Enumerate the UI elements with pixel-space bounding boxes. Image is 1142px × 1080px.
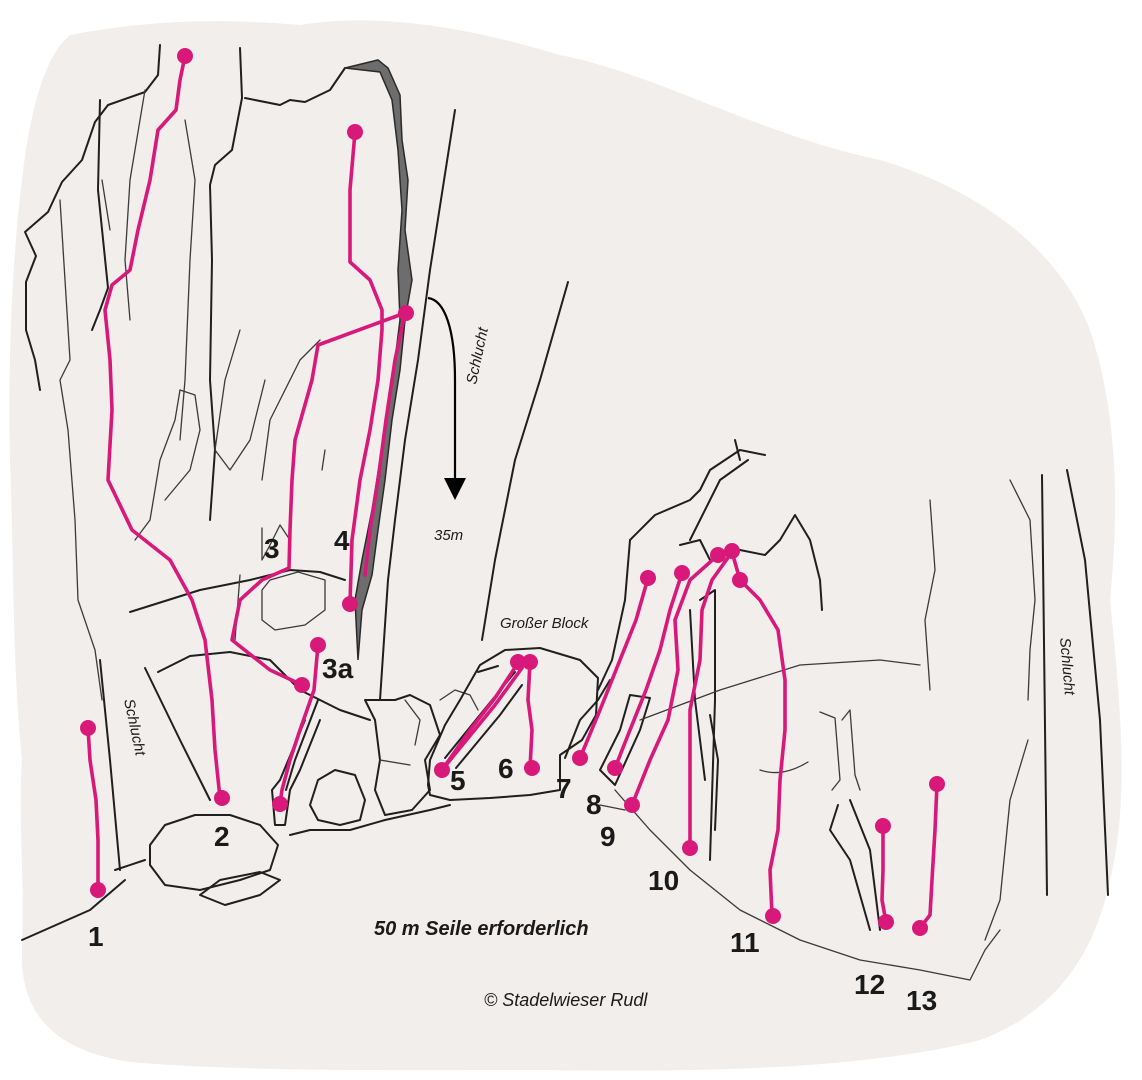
anchor — [624, 797, 640, 813]
anchor — [710, 547, 726, 563]
anchor — [640, 570, 656, 586]
anchor — [682, 840, 698, 856]
label-block: Großer Block — [500, 615, 590, 632]
route-8-line — [613, 571, 684, 770]
anchor — [272, 796, 288, 812]
route-number-6: 6 — [498, 753, 514, 784]
route-3a-line — [278, 643, 320, 805]
anchor — [80, 720, 96, 736]
anchor — [522, 654, 538, 670]
anchor — [912, 920, 928, 936]
descent-arrow — [427, 296, 466, 500]
anchor — [510, 654, 526, 670]
anchor — [878, 914, 894, 930]
route-2-line — [103, 54, 222, 800]
route-13-line — [918, 782, 939, 930]
route-number-4: 4 — [334, 525, 350, 556]
route-3-line — [230, 311, 407, 686]
route-numbers: 1 2 3 3a 4 5 6 7 8 9 10 11 12 13 — [88, 525, 937, 1016]
anchor — [434, 762, 450, 778]
route-number-12: 12 — [854, 969, 885, 1000]
route-4-upper — [363, 311, 407, 577]
route-7-line — [578, 576, 650, 760]
route-5-line-b — [440, 666, 524, 772]
route-number-13: 13 — [906, 985, 937, 1016]
route-number-11: 11 — [730, 927, 760, 958]
route-number-1: 1 — [88, 921, 104, 952]
anchor — [342, 596, 358, 612]
routes-layer — [86, 54, 939, 930]
route-10-line — [688, 550, 734, 850]
anchor — [310, 637, 326, 653]
anchor — [90, 882, 106, 898]
anchor — [724, 543, 740, 559]
anchor — [674, 565, 690, 581]
route-number-2: 2 — [214, 821, 230, 852]
route-number-8: 8 — [586, 789, 602, 820]
anchor — [929, 776, 945, 792]
route-number-9: 9 — [600, 821, 616, 852]
route-11-line — [738, 578, 787, 917]
route-12-line — [880, 824, 888, 924]
anchor — [732, 572, 748, 588]
rope-note: 50 m Seile erforderlich — [374, 918, 589, 940]
label-distance: 35m — [434, 527, 463, 544]
route-9-line — [630, 553, 720, 807]
anchor — [765, 908, 781, 924]
route-number-5: 5 — [450, 765, 466, 796]
anchor — [572, 750, 588, 766]
route-number-3a: 3a — [322, 653, 354, 684]
anchor — [347, 124, 363, 140]
rock-face — [9, 20, 1122, 1071]
anchor — [294, 677, 310, 693]
route-1-line — [86, 726, 100, 892]
anchor — [524, 760, 540, 776]
anchor — [398, 305, 414, 321]
route-number-7: 7 — [556, 773, 572, 804]
route-number-3: 3 — [264, 533, 280, 564]
route-4-line — [348, 130, 384, 605]
route-number-10: 10 — [648, 865, 679, 896]
anchor — [214, 790, 230, 806]
anchor — [177, 48, 193, 64]
label-schlucht-right: Schlucht — [1056, 637, 1078, 697]
anchor — [875, 818, 891, 834]
anchor — [607, 760, 623, 776]
route-6-line — [526, 660, 534, 770]
anchors-layer — [80, 48, 945, 936]
copyright: © Stadelwieser Rudl — [484, 990, 648, 1010]
